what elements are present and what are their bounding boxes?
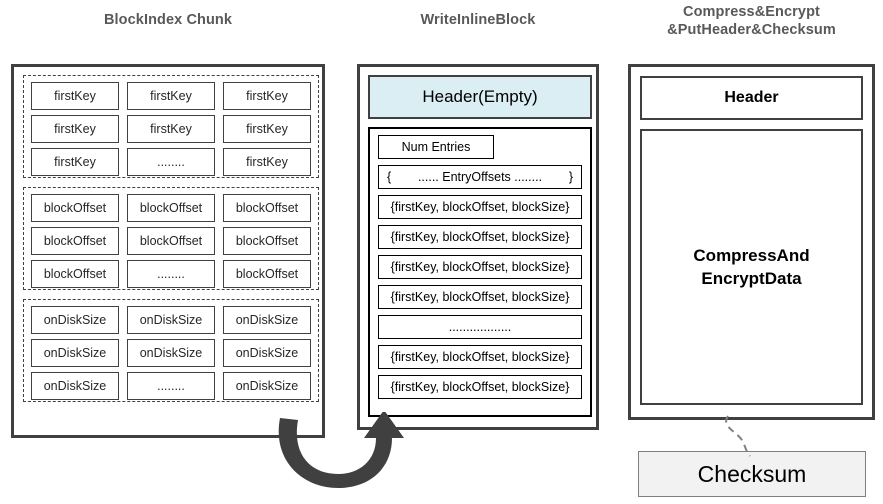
brace-close: } bbox=[568, 170, 573, 184]
ondisksize-group: onDiskSize onDiskSize onDiskSize onDiskS… bbox=[23, 299, 319, 402]
body-line-1: CompressAnd bbox=[693, 246, 810, 265]
brace-open: { bbox=[387, 170, 392, 184]
table-row: firstKey ........ firstKey bbox=[31, 148, 311, 176]
list-item: {firstKey, blockOffset, blockSize} bbox=[378, 285, 582, 309]
list-item: {firstKey, blockOffset, blockSize} bbox=[378, 225, 582, 249]
cell-firstkey: firstKey bbox=[31, 115, 119, 143]
list-item-ellipsis: .................. bbox=[378, 315, 582, 339]
cell-ellipsis: ........ bbox=[127, 372, 215, 400]
table-row: onDiskSize onDiskSize onDiskSize bbox=[31, 306, 311, 334]
list-item: {firstKey, blockOffset, blockSize} bbox=[378, 255, 582, 279]
checksum-box: Checksum bbox=[638, 451, 866, 497]
cell-blockoffset: blockOffset bbox=[127, 194, 215, 222]
table-row: blockOffset blockOffset blockOffset bbox=[31, 194, 311, 222]
cell-blockoffset: blockOffset bbox=[127, 227, 215, 255]
firstkey-group: firstKey firstKey firstKey firstKey firs… bbox=[23, 75, 319, 178]
cell-blockoffset: blockOffset bbox=[31, 194, 119, 222]
num-entries-field: Num Entries bbox=[378, 135, 494, 159]
cell-firstkey: firstKey bbox=[127, 82, 215, 110]
cell-ellipsis: ........ bbox=[127, 260, 215, 288]
page-title-compress-encrypt: Compress&Encrypt &PutHeader&Checksum bbox=[628, 3, 875, 39]
cell-firstkey: firstKey bbox=[223, 148, 311, 176]
cell-ondisksize: onDiskSize bbox=[31, 339, 119, 367]
table-row: blockOffset blockOffset blockOffset bbox=[31, 227, 311, 255]
cell-ellipsis: ........ bbox=[127, 148, 215, 176]
table-row: blockOffset ........ blockOffset bbox=[31, 260, 311, 288]
cell-firstkey: firstKey bbox=[223, 115, 311, 143]
cell-firstkey: firstKey bbox=[31, 82, 119, 110]
table-row: onDiskSize ........ onDiskSize bbox=[31, 372, 311, 400]
cell-ondisksize: onDiskSize bbox=[31, 306, 119, 334]
list-item: {firstKey, blockOffset, blockSize} bbox=[378, 375, 582, 399]
entry-offsets-row: { ...... EntryOffsets ........ } bbox=[378, 165, 582, 189]
cell-ondisksize: onDiskSize bbox=[127, 339, 215, 367]
blockoffset-group: blockOffset blockOffset blockOffset bloc… bbox=[23, 187, 319, 290]
table-row: firstKey firstKey firstKey bbox=[31, 82, 311, 110]
cell-blockoffset: blockOffset bbox=[31, 260, 119, 288]
block-header: Header bbox=[640, 76, 863, 120]
cell-firstkey: firstKey bbox=[127, 115, 215, 143]
cell-blockoffset: blockOffset bbox=[223, 194, 311, 222]
table-row: firstKey firstKey firstKey bbox=[31, 115, 311, 143]
entry-offsets-label: ...... EntryOffsets ........ bbox=[417, 170, 543, 184]
list-item: {firstKey, blockOffset, blockSize} bbox=[378, 345, 582, 369]
cell-ondisksize: onDiskSize bbox=[127, 306, 215, 334]
cell-firstkey: firstKey bbox=[31, 148, 119, 176]
body-line-2: EncryptData bbox=[701, 269, 802, 288]
list-item: {firstKey, blockOffset, blockSize} bbox=[378, 195, 582, 219]
title-line-1: Compress&Encrypt bbox=[683, 4, 820, 20]
cell-ondisksize: onDiskSize bbox=[223, 339, 311, 367]
compress-and-encrypt-data-body: CompressAnd EncryptData bbox=[640, 129, 863, 405]
writeinlineblock-panel: Header(Empty) Num Entries { ...... Entry… bbox=[357, 64, 599, 430]
title-line-2: &PutHeader&Checksum bbox=[667, 22, 836, 38]
page-title-writeinlineblock: WriteInlineBlock bbox=[420, 12, 536, 28]
table-row: onDiskSize onDiskSize onDiskSize bbox=[31, 339, 311, 367]
blockindex-chunk-panel: firstKey firstKey firstKey firstKey firs… bbox=[11, 64, 325, 438]
cell-blockoffset: blockOffset bbox=[31, 227, 119, 255]
cell-blockoffset: blockOffset bbox=[223, 227, 311, 255]
page-title-blockindex-chunk: BlockIndex Chunk bbox=[103, 12, 233, 28]
cell-blockoffset: blockOffset bbox=[223, 260, 311, 288]
compress-encrypt-panel: Header CompressAnd EncryptData bbox=[628, 64, 875, 420]
cell-ondisksize: onDiskSize bbox=[31, 372, 119, 400]
cell-ondisksize: onDiskSize bbox=[223, 372, 311, 400]
writeinlineblock-body: Num Entries { ...... EntryOffsets ......… bbox=[368, 127, 592, 417]
cell-firstkey: firstKey bbox=[223, 82, 311, 110]
cell-ondisksize: onDiskSize bbox=[223, 306, 311, 334]
block-header-empty: Header(Empty) bbox=[368, 75, 592, 119]
